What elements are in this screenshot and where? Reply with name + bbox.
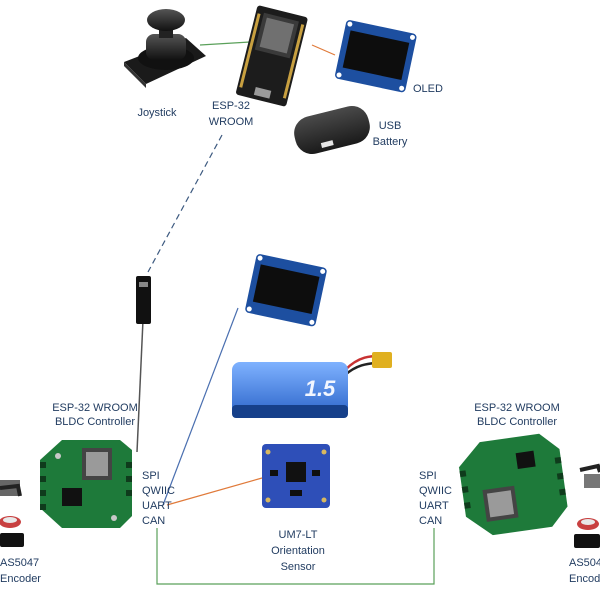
um7-label-line1: UM7-LT — [278, 529, 318, 541]
encoder-left-label-line1: AS5047 — [0, 557, 40, 569]
left-controller-label-line1: ESP-32 WROOM — [52, 402, 138, 414]
bldc-controller-left-image — [40, 440, 132, 528]
oled-top-image — [335, 20, 417, 93]
right-iface-spi: SPI — [419, 470, 437, 482]
joystick-image — [124, 9, 206, 88]
usb-battery-image — [294, 105, 370, 155]
encoder-left-image — [0, 480, 24, 547]
right-iface-qwiic: QWIIC — [419, 485, 452, 497]
bldc-controller-right-image — [459, 433, 568, 536]
usb-battery-label-line1: USB — [378, 120, 402, 132]
esp32-devboard-image — [236, 5, 308, 107]
right-iface-can: CAN — [419, 515, 443, 527]
antenna-image — [136, 276, 151, 324]
right-iface-uart: UART — [419, 500, 449, 512]
left-iface-uart: UART — [142, 500, 172, 512]
esp32-top-label-line1: ESP-32 — [212, 100, 250, 112]
encoder-right-label-line2: Encod — [569, 573, 600, 585]
left-iface-qwiic: QWIIC — [142, 485, 175, 497]
encoder-right-image — [574, 463, 600, 548]
encoder-right-label-line1: AS504 — [569, 557, 600, 569]
encoder-left-label-line2: Encoder — [0, 573, 41, 585]
lipo-battery-image: 1.5 — [232, 352, 392, 418]
lipo-capacity-text: 1.5 — [305, 376, 336, 401]
oled-link — [162, 307, 239, 506]
left-iface-spi: SPI — [142, 470, 160, 482]
esp-oled-link — [311, 44, 336, 56]
um7-label-line2: Orientation — [271, 545, 325, 557]
connections — [136, 41, 435, 585]
oled-middle-image — [245, 254, 327, 327]
left-iface-can: CAN — [142, 515, 166, 527]
joystick-esp-link — [199, 41, 251, 46]
antenna-wire — [136, 319, 144, 453]
usb-battery-label-line2: Battery — [372, 136, 408, 148]
wireless-dashed-link — [147, 134, 223, 273]
left-controller-label-line2: BLDC Controller — [54, 416, 136, 428]
um7-sensor-image — [262, 444, 330, 508]
right-controller-label-line1: ESP-32 WROOM — [474, 402, 560, 414]
um7-label-line3: Sensor — [280, 561, 316, 573]
oled-top-label: OLED — [413, 83, 443, 95]
um7-link — [166, 477, 263, 506]
joystick-label: Joystick — [137, 107, 177, 119]
can-bus-link — [156, 528, 435, 585]
right-controller-label-line2: BLDC Controller — [476, 416, 558, 428]
esp32-top-label-line2: WROOM — [208, 116, 254, 128]
